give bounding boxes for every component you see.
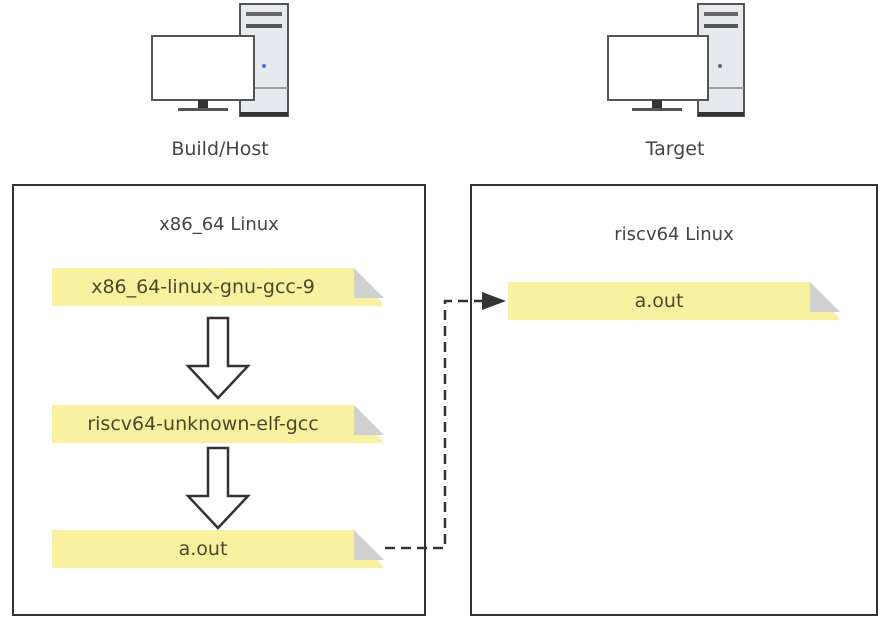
down-arrow-icon (185, 446, 251, 530)
deploy-dashed-arrow (385, 292, 506, 550)
down-arrow-icon (185, 316, 251, 400)
target-file-note: a.out (508, 282, 840, 320)
note-fold-icon (810, 282, 840, 320)
note-label: x86_64-linux-gnu-gcc-9 (91, 276, 315, 298)
host-label: Build/Host (171, 138, 269, 160)
note-fold-icon (354, 530, 384, 568)
target-box-title: riscv64 Linux (614, 224, 734, 245)
host-output-note: a.out (52, 530, 384, 568)
note-label: a.out (178, 538, 228, 560)
note-fold-icon (354, 268, 384, 306)
note-fold-icon (354, 405, 384, 443)
note-label: riscv64-unknown-elf-gcc (87, 413, 319, 435)
target-computer-icon (606, 2, 748, 120)
host-step-note: riscv64-unknown-elf-gcc (52, 405, 384, 443)
host-box-title: x86_64 Linux (159, 214, 279, 235)
host-computer-icon (150, 2, 292, 120)
note-label: a.out (634, 290, 684, 312)
host-step-note: x86_64-linux-gnu-gcc-9 (52, 268, 384, 306)
target-system-box: riscv64 Linux (470, 184, 878, 616)
target-label: Target (645, 138, 705, 160)
arrow-head-icon (482, 292, 506, 310)
